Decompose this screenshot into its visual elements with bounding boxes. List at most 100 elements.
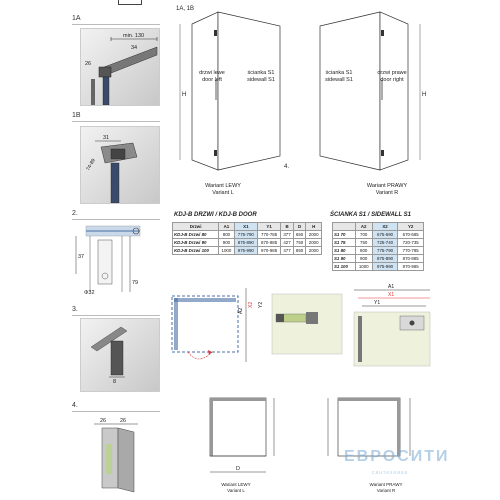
dim-min130: min. 130	[123, 33, 144, 39]
cell: 975-990	[233, 246, 258, 255]
cell: 1000	[354, 262, 373, 271]
divider	[72, 121, 160, 122]
table-row: S1 75 750 725-740 720-735	[332, 238, 424, 247]
variant-left-caption: Wariant LEWY Variant L	[205, 183, 241, 196]
cell: 770-785	[397, 246, 424, 255]
variant-right-caption: Wariant PRAWY Variant R	[366, 183, 408, 196]
step-2-label: 2.	[72, 210, 78, 217]
step-3-photo: 8	[80, 318, 160, 392]
cell: 675-690	[371, 230, 399, 239]
divider	[72, 24, 160, 25]
dim-34: 34	[131, 45, 137, 51]
dim-phi32: Φ32	[84, 290, 95, 296]
cell: 650	[292, 230, 307, 239]
dim-26-left: 26	[100, 418, 106, 424]
divider	[72, 411, 160, 412]
th-y2: Y2	[397, 222, 424, 231]
door-table-title: KDJ-B DRZWI / KDJ-B DOOR	[174, 212, 257, 218]
cell: KDJ-B Drzwi 90	[171, 238, 220, 247]
watermark-sub: сантехника	[372, 470, 409, 476]
cell: S1 100	[332, 262, 356, 271]
th-blank	[332, 222, 356, 231]
label-1a-1b: 1A, 1B	[176, 6, 195, 12]
right-variant-elevation: H	[319, 11, 426, 171]
cell: 870-885	[397, 254, 424, 263]
step-1b-photo: 31 74-89	[80, 126, 160, 204]
detail-top-view: A1 X1 Y1	[353, 284, 431, 367]
watermark: ЕВРОСИТИ	[344, 448, 450, 465]
cell: 800	[218, 230, 235, 239]
cell: 720-735	[397, 238, 424, 247]
step-1a-photo: min. 130 34 16 26	[80, 28, 160, 106]
cell: 700	[354, 230, 373, 239]
th-x2: X2	[371, 222, 399, 231]
cell: 770-785	[256, 230, 282, 239]
step-1b-drawing: 31 74-89	[85, 135, 138, 203]
step-4-label: 4.	[72, 402, 78, 409]
cell: S1 70	[332, 230, 356, 239]
step-2-drawing: 37 79 Φ32	[72, 222, 162, 302]
cell: 2000	[305, 230, 322, 239]
marker-4: 4.	[284, 164, 290, 170]
cell: S1 90	[332, 254, 356, 263]
divider	[72, 315, 160, 316]
door-left-label: drzwi lewe door left	[199, 70, 225, 83]
cell: 900	[218, 238, 235, 247]
step-1a-drawing: min. 130 34 16 26	[85, 33, 158, 105]
dim-26: 26	[85, 61, 91, 67]
dim-a1: A1	[388, 284, 394, 290]
dim-x1: X1	[388, 292, 394, 298]
th-b: B	[280, 222, 294, 231]
cell: 775-790	[371, 246, 399, 255]
dim-37: 37	[78, 254, 84, 260]
table-row: KDJ-B Drzwi 80 800 775-790 770-785 377 6…	[171, 230, 322, 239]
sidewall-s1-right-label: ścianka S1 sidewall S1	[325, 70, 353, 83]
dim-8: 8	[113, 379, 116, 385]
cell: 670-685	[397, 230, 424, 239]
cell: S1 75	[332, 238, 356, 247]
dim-h-left: H	[182, 92, 186, 98]
cell: 900	[354, 254, 373, 263]
table-row: S1 80 800 775-790 770-785	[332, 246, 424, 255]
cell: 970-985	[256, 246, 282, 255]
sidewall-s1-left-label: ścianka S1 sidewall S1	[247, 70, 275, 83]
cell: KDJ-B Drzwi 80	[171, 230, 220, 239]
step-3-label: 3.	[72, 306, 78, 313]
table-row: S1 100 1000 975-990 970-985	[332, 262, 424, 271]
th-a1: A1	[218, 222, 235, 231]
th-d: D	[292, 222, 307, 231]
plan-view-left: D	[209, 397, 275, 473]
dim-26-right: 26	[120, 418, 126, 424]
th-x1: X1	[233, 222, 258, 231]
cell: 875-890	[233, 238, 258, 247]
plan-view-right	[327, 397, 411, 457]
cell: 875-890	[371, 254, 399, 263]
th-y1: Y1	[256, 222, 282, 231]
dim-x2: X2	[248, 302, 254, 308]
dim-79: 79	[132, 280, 138, 286]
cell: 970-985	[397, 262, 424, 271]
cell: 870-885	[256, 238, 282, 247]
cell: 975-990	[371, 262, 399, 271]
cell: 750	[354, 238, 373, 247]
cell: 2000	[305, 246, 322, 255]
left-variant-elevation: H	[179, 11, 281, 171]
cell: 2000	[305, 238, 322, 247]
plan-left-caption: Wariant LEWY Variant L	[221, 482, 251, 493]
table-row: S1 70 700 675-690 670-685	[332, 230, 424, 239]
dim-h-right: H	[422, 92, 426, 98]
dim-y1: Y1	[374, 300, 380, 306]
top-fragment	[118, 0, 142, 5]
cell: 750	[292, 238, 307, 247]
th-a2: A2	[354, 222, 373, 231]
cell: 800	[354, 246, 373, 255]
cell: S1 80	[332, 246, 356, 255]
plan-view-small	[171, 295, 239, 360]
table-row: KDJ-B Drzwi 100 1000 975-990 970-985 477…	[171, 246, 322, 255]
door-right-label: drzwi prawe door right	[377, 70, 407, 83]
divider	[72, 219, 160, 220]
step-1a-label: 1A	[72, 15, 81, 22]
cell: 775-790	[233, 230, 258, 239]
step-1b-label: 1B	[72, 112, 81, 119]
sidewall-table-title: ŚCIANKA S1 / SIDEWALL S1	[330, 212, 412, 218]
